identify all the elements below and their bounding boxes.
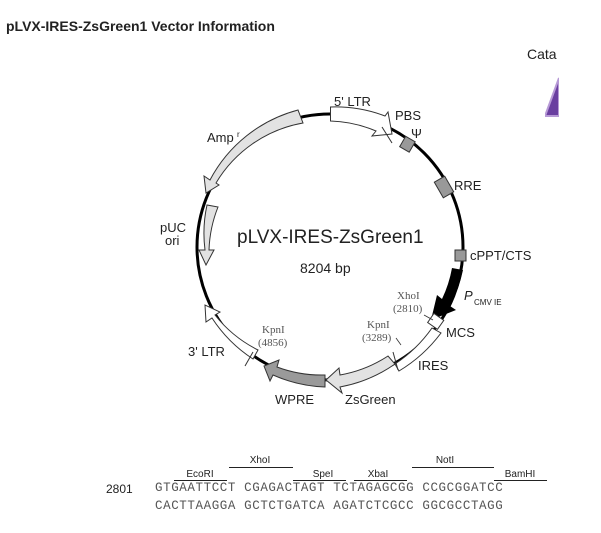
site-label-noti: NotI	[435, 455, 455, 466]
feature-label-mcs: MCS	[446, 325, 475, 340]
site-kpni-2-name: KpnI	[262, 324, 285, 336]
feature-label-wpre: WPRE	[275, 392, 314, 407]
feature-label-ltr3: 3' LTR	[188, 344, 225, 359]
catalog-label: Cata	[527, 46, 557, 62]
feature-label-promoter: P	[464, 288, 473, 303]
feature-label-promoter-sub: CMV IE	[474, 298, 502, 307]
sequence-bottom-strand: CACTTAAGGA GCTCTGATCA AGATCTCGCC GGCGCCT…	[155, 499, 504, 513]
site-label-bamhi: BamHI	[504, 469, 536, 480]
ltr5-arrow	[330, 106, 393, 137]
site-xhoi-name: XhoI	[397, 290, 420, 302]
site-label-xbai: XbaI	[367, 469, 389, 480]
feature-label-zsgreen: ZsGreen	[345, 392, 396, 407]
site-xhoi-pos: (2810)	[393, 303, 423, 315]
feature-label-ltr5: 5' LTR	[334, 94, 371, 109]
site-label-spei: SpeI	[312, 469, 334, 480]
feature-label-ori: ori	[165, 233, 180, 248]
plasmid-size: 8204 bp	[300, 260, 351, 276]
feature-label-amp: Amp	[207, 130, 234, 145]
feature-label-ires: IRES	[418, 358, 449, 373]
feature-label-psi: Ψ	[411, 126, 422, 141]
site-label-ecori: EcoRI	[186, 469, 214, 480]
feature-label-puc: pUC	[160, 220, 186, 235]
feature-label-pbs: PBS	[395, 108, 421, 123]
site-kpni-1-name: KpnI	[367, 319, 390, 331]
site-kpni-1-pos: (3289)	[362, 332, 392, 344]
sequence-start-position: 2801	[106, 482, 133, 496]
page-title: pLVX-IRES-ZsGreen1 Vector Information	[6, 18, 275, 34]
plasmid-name: pLVX-IRES-ZsGreen1	[237, 227, 424, 248]
product-thumbnail[interactable]	[545, 72, 559, 120]
site-label-xhoi: XhoI	[249, 455, 271, 466]
site-kpni-2-pos: (4856)	[258, 337, 288, 349]
feature-label-cppt: cPPT/CTS	[470, 248, 532, 263]
sequence-top-strand: GTGAATTCCT CGAGACTAGT TCTAGAGCGG CCGCGGA…	[155, 481, 504, 495]
feature-label-amp-sup: r	[237, 130, 240, 139]
feature-label-rre: RRE	[454, 178, 482, 193]
